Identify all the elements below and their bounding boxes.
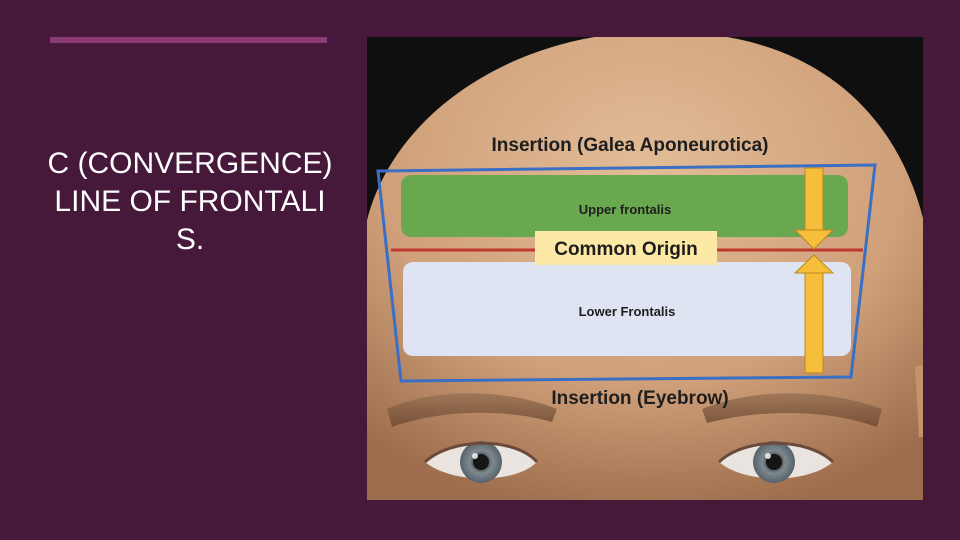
frontalis-diagram: Insertion (Galea Aponeurotica) Upper fro… — [367, 37, 923, 500]
lower-frontalis-label: Lower Frontalis — [579, 304, 676, 319]
accent-bar — [50, 37, 327, 43]
frontalis-outline — [376, 163, 877, 383]
left-eye — [423, 441, 539, 483]
right-eye — [717, 441, 835, 483]
lower-frontalis-band — [403, 262, 851, 356]
upper-frontalis-band — [401, 175, 848, 237]
down-arrow — [793, 167, 835, 250]
left-eyebrow — [387, 393, 557, 427]
ear — [915, 365, 923, 437]
slide-title: C (CONVERGENCE) LINE OF FRONTALIS. — [47, 147, 333, 256]
insertion-bottom-label: Insertion (Eyebrow) — [551, 388, 728, 409]
up-arrow — [793, 254, 835, 374]
upper-frontalis-label: Upper frontalis — [579, 202, 671, 217]
common-origin-label-bg — [535, 231, 717, 265]
insertion-top-label: Insertion (Galea Aponeurotica) — [492, 135, 769, 156]
common-origin-label: Common Origin — [554, 239, 698, 260]
right-eyebrow — [702, 393, 882, 427]
